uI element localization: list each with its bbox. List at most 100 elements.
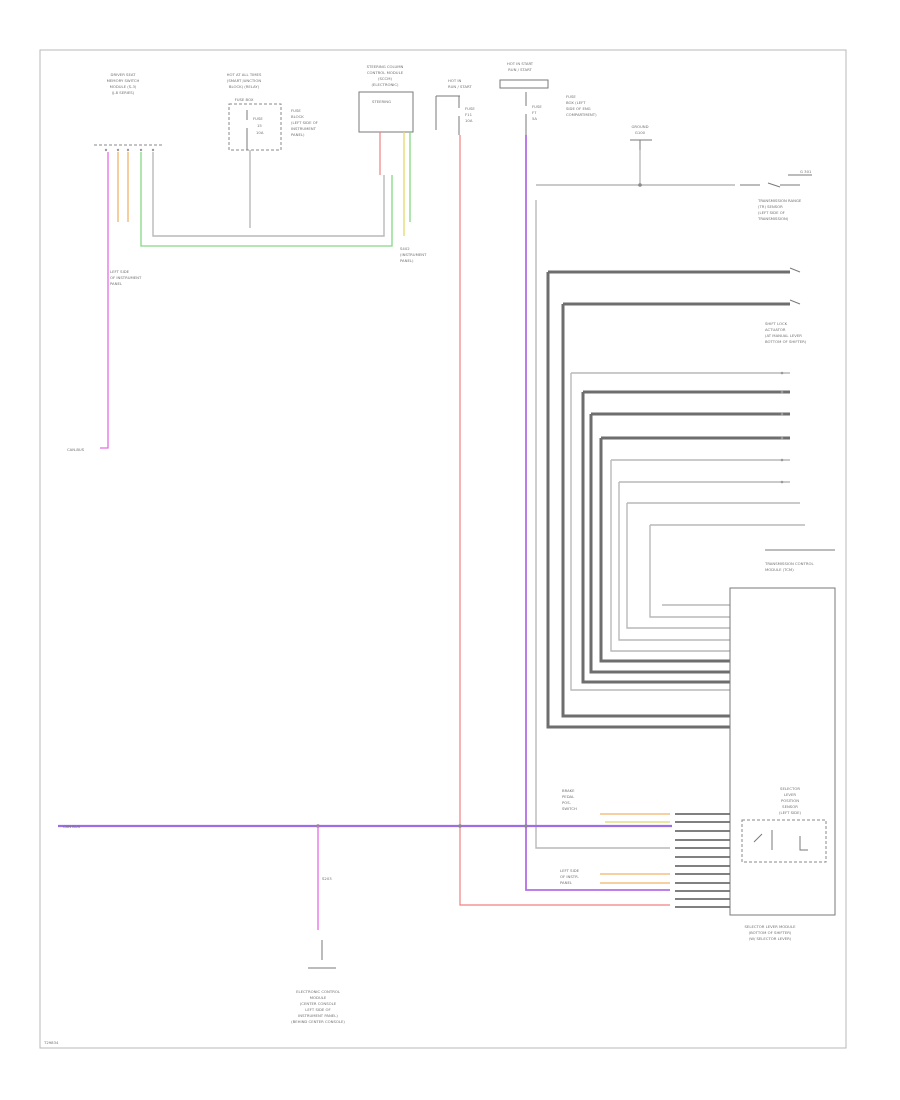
svg-text:BLOCK: BLOCK (291, 114, 304, 119)
svg-text:POS.: POS. (562, 800, 571, 805)
svg-text:LEVER: LEVER (784, 792, 797, 797)
svg-text:INSTRUMENT PANEL): INSTRUMENT PANEL) (298, 1013, 338, 1018)
selector-left-labels: BRAKE PEDAL POS. SWITCH LEFT SIDE OF INS… (560, 788, 670, 885)
svg-text:FUSE: FUSE (291, 108, 301, 113)
svg-text:(SMART JUNCTION: (SMART JUNCTION (227, 78, 261, 83)
svg-text:BLOCK) (RELAY): BLOCK) (RELAY) (229, 84, 260, 89)
page-reference: T29834 (43, 1040, 59, 1045)
svg-text:STEERING: STEERING (372, 99, 391, 104)
svg-text:MODULE: MODULE (310, 995, 327, 1000)
svg-text:STEERING COLUMN: STEERING COLUMN (367, 64, 404, 69)
svg-text:OF INSTRUMENT: OF INSTRUMENT (110, 275, 142, 280)
seat-module-pins (104, 148, 155, 152)
svg-text:SWITCH: SWITCH (562, 806, 577, 811)
wire-red-main (459, 135, 670, 906)
svg-text:10A: 10A (256, 130, 264, 135)
diagram-frame (39, 49, 847, 1049)
svg-text:MODULE (S-3): MODULE (S-3) (110, 84, 137, 89)
svg-text:ELECTRONIC CONTROL: ELECTRONIC CONTROL (296, 989, 341, 994)
svg-text:(W/ SELECTOR LEVER): (W/ SELECTOR LEVER) (749, 936, 792, 941)
svg-text:15: 15 (257, 123, 262, 128)
selector-lever-module: SELECTOR LEVER POSITION SENSOR (LEFT SID… (741, 786, 827, 941)
selector-connector-pins (675, 813, 730, 908)
svg-text:BOX (LEFT: BOX (LEFT (566, 100, 586, 105)
svg-text:5A: 5A (532, 116, 537, 121)
svg-text:FUSE: FUSE (566, 94, 576, 99)
svg-text:(INSTRUMENT: (INSTRUMENT (400, 252, 427, 257)
svg-text:FUSE: FUSE (532, 104, 542, 109)
svg-text:BOTTOM OF SHIFTER): BOTTOM OF SHIFTER) (765, 339, 807, 344)
svg-text:TRANSMISSION): TRANSMISSION) (757, 216, 789, 221)
svg-text:SHIFT LOCK: SHIFT LOCK (765, 321, 788, 326)
svg-text:ACTUATOR: ACTUATOR (765, 327, 786, 332)
trans-range-switch: G 301 TRANSMISSION RANGE (TR) SENSOR (LE… (740, 169, 812, 221)
svg-text:(AT MANUAL LEVER: (AT MANUAL LEVER (765, 333, 802, 338)
svg-text:F11: F11 (465, 112, 473, 117)
svg-text:MODULE (TCM): MODULE (TCM) (765, 567, 794, 572)
svg-text:CONTROL MODULE: CONTROL MODULE (367, 70, 404, 75)
svg-text:10A: 10A (465, 118, 473, 123)
svg-text:LEFT SIDE OF: LEFT SIDE OF (305, 1007, 330, 1012)
svg-text:INSTRUMENT: INSTRUMENT (291, 126, 317, 131)
left-connector-label: LEFT SIDE (110, 269, 130, 274)
svg-text:PANEL: PANEL (110, 281, 123, 286)
svg-text:SENSOR: SENSOR (782, 804, 798, 809)
svg-text:SELECTOR: SELECTOR (780, 786, 800, 791)
svg-text:GROUND: GROUND (631, 124, 648, 129)
svg-text:(CENTER CONSOLE: (CENTER CONSOLE (300, 1001, 337, 1006)
wire-gray-start (535, 200, 670, 849)
svg-text:POSITION: POSITION (781, 798, 799, 803)
svg-text:RUN / START: RUN / START (508, 67, 532, 72)
wire-violet-start (525, 135, 670, 891)
tcm-box: TRANSMISSION CONTROL MODULE (TCM) (729, 549, 836, 916)
svg-text:(ELECTRONIC): (ELECTRONIC) (371, 82, 399, 87)
wire-gray-1 (152, 152, 385, 237)
hot-at-all-times-fuse: HOT AT ALL TIMES (SMART JUNCTION BLOCK) … (227, 72, 318, 151)
svg-text:MEMORY SWITCH: MEMORY SWITCH (107, 78, 140, 83)
svg-text:PEDAL: PEDAL (562, 794, 575, 799)
splice-green-label: S402 (400, 246, 410, 251)
svg-text:FUSE BOX: FUSE BOX (235, 97, 254, 102)
svg-text:(BOTTOM OF SHIFTER): (BOTTOM OF SHIFTER) (749, 930, 792, 935)
svg-text:(J-8 SERIES): (J-8 SERIES) (112, 90, 135, 95)
svg-text:G 301: G 301 (800, 169, 812, 174)
steering-column-module: STEERING COLUMN CONTROL MODULE (SCCM) (E… (358, 64, 414, 133)
svg-text:HOT AT ALL TIMES: HOT AT ALL TIMES (227, 72, 262, 77)
svg-text:(LEFT SIDE): (LEFT SIDE) (779, 810, 801, 815)
svg-text:LEFT SIDE: LEFT SIDE (560, 868, 580, 873)
svg-text:RUN / START: RUN / START (448, 84, 472, 89)
svg-text:G100: G100 (635, 130, 646, 135)
hot-in-start-fuse: HOT IN START RUN / START FUSE F7 5A FUSE… (499, 61, 597, 135)
can-bus-label: CAN BUS (63, 824, 81, 829)
ground-block: GROUND G100 (630, 124, 652, 187)
svg-text:HOT IN START: HOT IN START (507, 61, 534, 66)
bundle-terminals (780, 371, 784, 484)
svg-text:SIDE OF ENG: SIDE OF ENG (566, 106, 591, 111)
svg-text:PANEL): PANEL) (400, 258, 414, 263)
wire-green-1 (140, 152, 393, 247)
svg-text:SELECTOR LEVER MODULE: SELECTOR LEVER MODULE (745, 924, 797, 929)
svg-text:HOT IN: HOT IN (448, 78, 461, 83)
svg-text:BRAKE: BRAKE (562, 788, 575, 793)
svg-text:FUSE: FUSE (465, 106, 475, 111)
hot-in-run-fuse: HOT IN RUN / START FUSE F11 10A (435, 78, 475, 135)
shift-lock-actuator: SHIFT LOCK ACTUATOR (AT MANUAL LEVER BOT… (548, 267, 807, 344)
svg-text:(TR) SENSOR: (TR) SENSOR (758, 204, 783, 209)
splice-bus-label: S203 (322, 876, 332, 881)
svg-text:(LEFT SIDE OF: (LEFT SIDE OF (758, 210, 785, 215)
svg-text:OF INSTR.: OF INSTR. (560, 874, 579, 879)
tcm-wire-bundle (546, 272, 805, 729)
svg-text:COMPARTMENT): COMPARTMENT) (566, 112, 597, 117)
svg-text:TRANSMISSION CONTROL: TRANSMISSION CONTROL (764, 561, 814, 566)
svg-text:TRANSMISSION RANGE: TRANSMISSION RANGE (757, 198, 802, 203)
can-bus-left-label: CAN-BUS (67, 447, 85, 452)
svg-text:(BEHIND CENTER CONSOLE): (BEHIND CENTER CONSOLE) (291, 1019, 345, 1024)
wire-pink-left (100, 152, 109, 449)
svg-text:PANEL): PANEL) (291, 132, 305, 137)
driver-seat-module: DRIVER SEAT MEMORY SWITCH MODULE (S-3) (… (94, 72, 164, 152)
svg-text:(SCCM): (SCCM) (378, 76, 392, 81)
svg-text:FUSE: FUSE (253, 116, 263, 121)
svg-text:PANEL: PANEL (560, 880, 573, 885)
svg-text:F7: F7 (532, 110, 537, 115)
